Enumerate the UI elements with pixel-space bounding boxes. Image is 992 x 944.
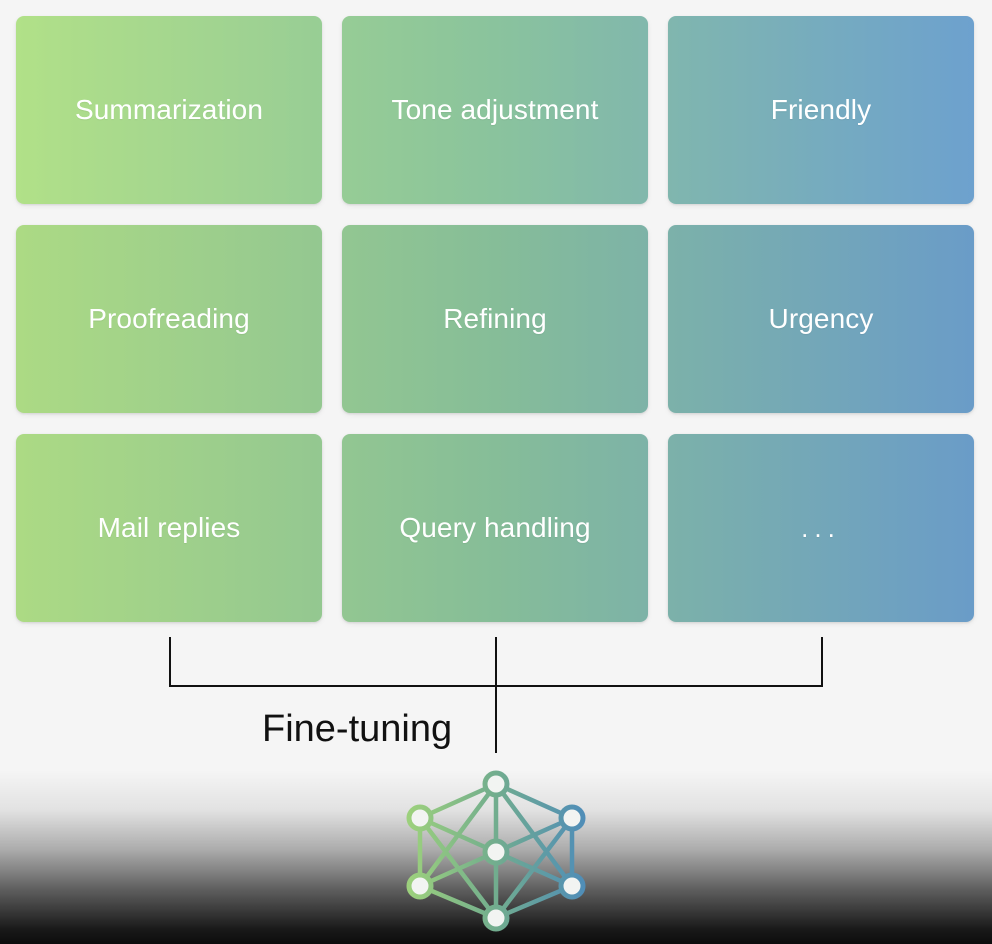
network-node xyxy=(482,838,510,866)
neural-network-icon xyxy=(406,770,586,932)
fine-tuning-label: Fine-tuning xyxy=(262,708,453,750)
network-node xyxy=(482,904,510,932)
network-node xyxy=(482,770,510,798)
network-node xyxy=(406,872,434,900)
network-node xyxy=(558,872,586,900)
network-node xyxy=(558,804,586,832)
network-node xyxy=(406,804,434,832)
